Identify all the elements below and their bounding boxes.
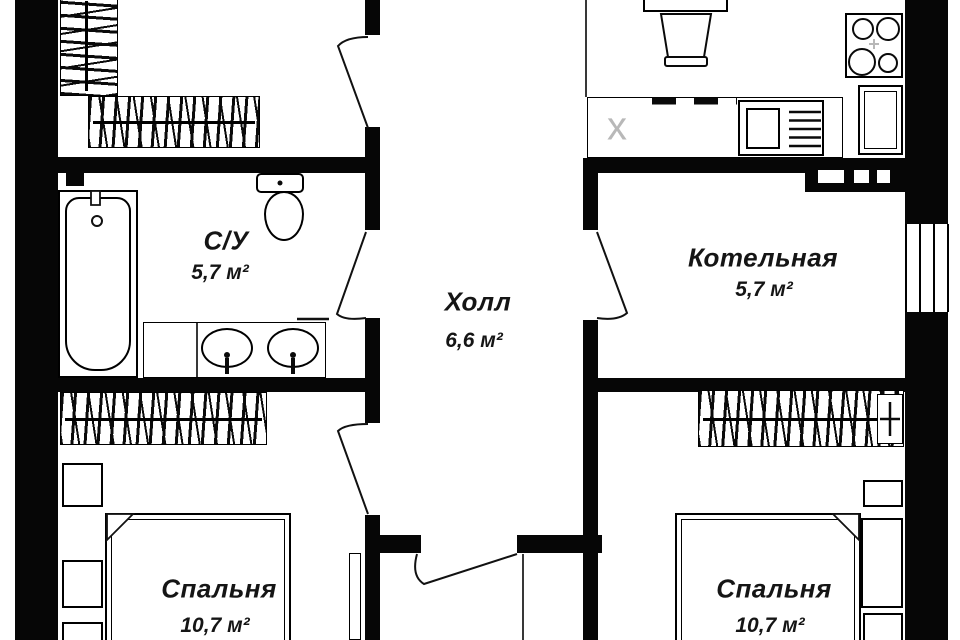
bathtub-rim xyxy=(65,197,131,371)
wall-exterior-right-bottom xyxy=(905,312,948,640)
tall-cabinet-inner xyxy=(864,91,897,149)
wall-bathroom-bottom xyxy=(58,378,380,392)
wardrobe-column xyxy=(861,518,903,608)
bed-left-blanket xyxy=(111,519,285,640)
room-label-hall: Холл xyxy=(444,286,512,317)
wall-hall-left-upper xyxy=(365,127,380,230)
wall-pier-bathroom xyxy=(66,173,84,186)
wall-hall-left-middle xyxy=(365,318,380,423)
wall-hall-left-stub-top xyxy=(365,0,380,35)
sink-left xyxy=(201,328,253,368)
room-label-boiler: Котельная xyxy=(687,242,839,273)
room-area-hall: 6,6 м² xyxy=(445,329,503,352)
wall-bathroom-top xyxy=(58,157,380,173)
nightstand xyxy=(863,613,903,640)
room-area-boiler: 5,7 м² xyxy=(735,278,793,301)
vent-notch xyxy=(877,170,890,183)
room-label-bedroom-right: Спальня xyxy=(716,573,832,604)
kitchen-table xyxy=(643,0,728,12)
wardrobe-rail-horizontal xyxy=(88,96,260,148)
door-leaf-bedroom-left xyxy=(349,553,361,640)
wall-entry-stub-right xyxy=(517,535,602,553)
nightstand xyxy=(62,622,103,640)
sink-right xyxy=(267,328,319,368)
wall-boiler-bottom xyxy=(583,378,948,392)
door-bedroom-left xyxy=(336,423,369,515)
wall-hall-right-lower xyxy=(583,320,598,640)
wardrobe-rail-bedroom-right xyxy=(698,390,904,447)
wall-hall-right-upper xyxy=(583,158,598,230)
sink-x-mark: x xyxy=(607,104,627,149)
dresser xyxy=(62,560,103,608)
shaft-box xyxy=(877,394,903,444)
door-bathroom xyxy=(335,231,367,320)
vent-notch xyxy=(818,170,844,183)
closet-box xyxy=(863,480,903,507)
door-closet xyxy=(336,36,369,129)
bed-right-blanket xyxy=(681,519,855,640)
room-area-bathroom: 5,7 м² xyxy=(191,261,249,284)
toilet-bowl xyxy=(264,191,304,241)
wardrobe-rail-vertical xyxy=(60,0,118,96)
room-area-bedroom-right: 10,7 м² xyxy=(735,614,805,637)
wall-hall-left-lower xyxy=(365,515,380,640)
stove xyxy=(845,13,903,78)
room-label-bedroom-left: Спальня xyxy=(161,573,277,604)
chair-icon xyxy=(659,13,713,67)
door-entry xyxy=(414,553,518,586)
vent-notch xyxy=(854,170,869,183)
window-right xyxy=(905,224,949,312)
washing-machine-door xyxy=(746,108,780,149)
room-label-bathroom: С/У xyxy=(203,225,249,256)
room-area-bedroom-left: 10,7 м² xyxy=(180,614,250,637)
toilet-tank xyxy=(256,173,304,193)
wall-exterior-left xyxy=(15,0,58,640)
wardrobe-rail-bedroom-left xyxy=(60,392,267,445)
nightstand xyxy=(62,463,103,507)
wall-entry-stub-left xyxy=(365,535,421,553)
door-boiler xyxy=(596,231,629,320)
